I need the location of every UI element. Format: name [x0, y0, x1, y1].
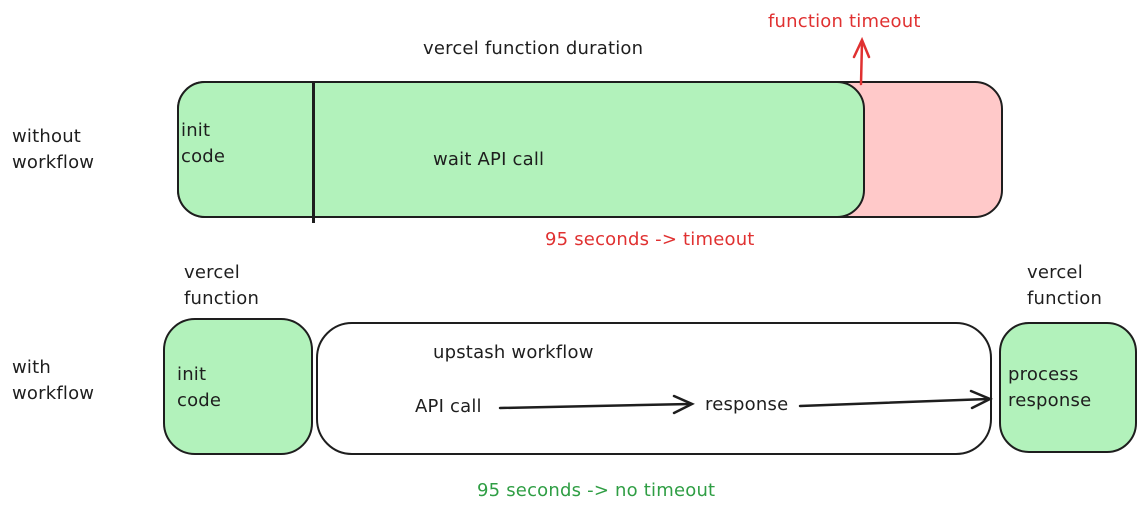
- wait-api-call-label: wait API call: [433, 149, 545, 170]
- without-workflow-row-label: without workflow: [12, 126, 95, 173]
- vercel-function-duration-title: vercel function duration: [423, 38, 644, 59]
- process-response-box: [999, 322, 1137, 453]
- upstash-workflow-box: [316, 322, 992, 455]
- function-timeout-arrow: [852, 36, 871, 86]
- vercel-function-label-left: vercel function: [184, 262, 260, 309]
- api-call-label: API call: [415, 396, 482, 417]
- init-code-divider-line: [312, 81, 315, 223]
- init-code-box: [163, 318, 313, 455]
- with-workflow-row-label: with workflow: [12, 357, 95, 404]
- init-code-label-top: init code: [181, 120, 226, 167]
- function-duration-box: [177, 81, 865, 218]
- vercel-function-label-right: vercel function: [1027, 262, 1103, 309]
- response-label: response: [705, 394, 789, 415]
- timeout-caption: 95 seconds -> timeout: [545, 229, 755, 250]
- init-code-label-bottom: init code: [177, 364, 222, 411]
- no-timeout-caption: 95 seconds -> no timeout: [477, 480, 716, 501]
- process-response-label: process response: [1008, 364, 1092, 411]
- function-timeout-label: function timeout: [768, 11, 921, 32]
- upstash-workflow-title: upstash workflow: [433, 342, 594, 363]
